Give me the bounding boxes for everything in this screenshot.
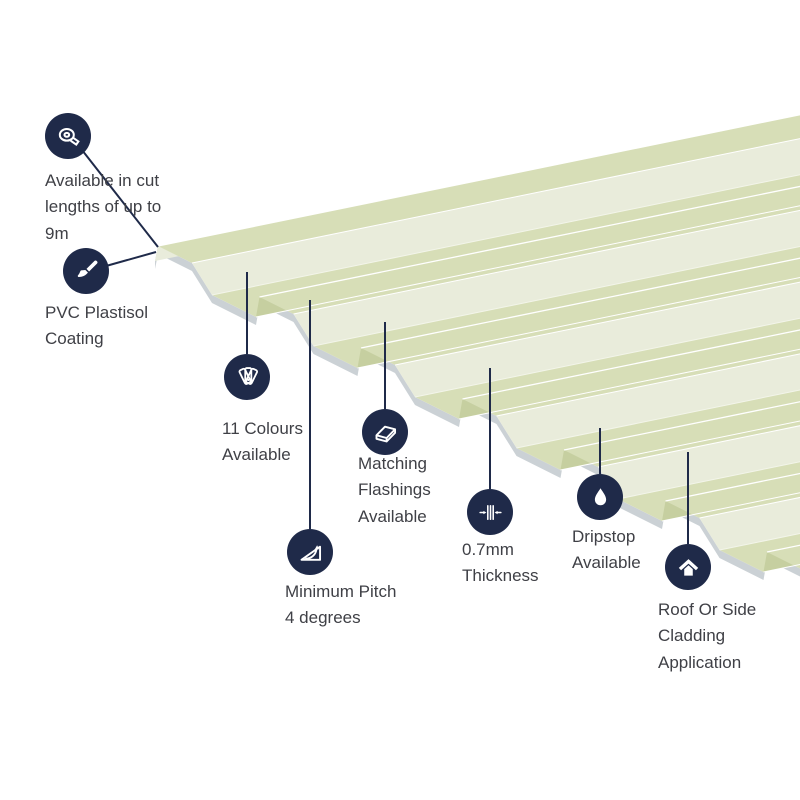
roof-sheet-face [395,282,800,397]
thickness-gauge-glyph [478,504,502,520]
pitch-angle-glyph [300,544,321,561]
flashing-sheet-icon [362,409,408,455]
water-droplet-icon [577,474,623,520]
rib-edge-highlight [255,205,800,318]
roof-sheet-face [192,138,800,295]
feature-label-colours: 11 Colours Available [222,419,303,465]
rib-edge-highlight [617,461,800,500]
rib-edge-highlight [360,257,800,349]
feature-label-pvc-coating: PVC Plastisol Coating [45,303,148,349]
tape-measure-icon [45,113,91,159]
rib-edge-highlight [661,492,800,522]
rib-edge-highlight [516,389,800,449]
feature-label-minimum-pitch: Minimum Pitch 4 degrees [285,582,397,628]
rib-edge-highlight [560,420,800,471]
paint-brush-icon [63,248,109,294]
roof-sheet-face [564,401,800,467]
roof-sheet-face [665,473,800,518]
roof-sheet-face [496,353,800,448]
rib-edge-highlight [458,348,800,420]
rib-edge-highlight [211,174,800,296]
rib-edge-highlight [357,276,800,369]
roof-sheet-face [259,186,800,314]
rib-edge-highlight [191,138,800,264]
tape-measure-glyph [58,127,80,146]
feature-label-thickness: 0.7mm Thickness [462,540,539,586]
rib-edge-highlight [496,353,800,417]
roof-sheet-face [699,497,800,550]
roof-sheet-face [158,114,800,263]
roof-sheet-face [767,545,800,569]
roof-sheet-face [462,329,800,416]
colour-swatch-fan-glyph [238,366,258,385]
rib-edge-highlight [313,245,800,347]
rib-edge-highlight [665,472,800,502]
roof-sheet-face [618,461,800,521]
feature-label-dripstop: Dripstop Available [572,527,641,573]
callout-line [81,149,159,248]
rib-edge-highlight [563,401,800,451]
water-droplet-glyph [594,487,606,505]
paint-brush-glyph [77,260,97,277]
roof-cladding-glyph [678,558,698,576]
rib-edge-highlight [394,281,800,366]
rib-edge-highlight [293,209,800,315]
colour-swatch-fan-icon [224,354,270,400]
rib-edge-highlight [414,317,800,398]
rib-edge-highlight [157,114,800,247]
feature-label-cut-lengths: Available in cut lengths of up to 9m [45,171,162,243]
rib-edge-highlight [597,425,800,468]
roof-sheet-face [361,258,800,365]
rib-edge-highlight [259,185,800,298]
rib-edge-highlight [462,329,800,400]
roof-cladding-icon [665,544,711,590]
roof-sheet-face [293,210,800,346]
feature-label-flashings: Matching Flashings Available [358,454,431,526]
thickness-gauge-icon [467,489,513,535]
pitch-angle-icon [287,529,333,575]
roof-sheet-face [598,425,800,499]
flashing-sheet-glyph [375,425,396,442]
callout-line [105,251,157,267]
feature-label-cladding-application: Roof Or Side Cladding Application [658,600,757,672]
